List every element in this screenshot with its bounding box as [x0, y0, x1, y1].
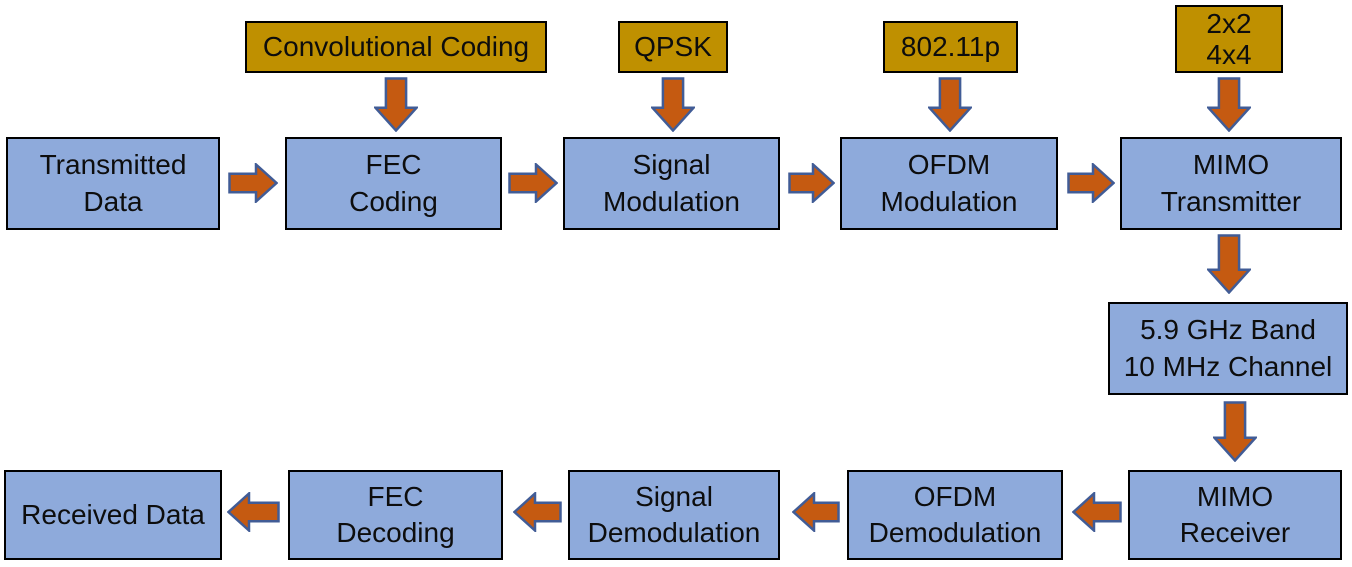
node-qpsk: QPSK — [618, 21, 728, 73]
node-label: OFDM — [907, 149, 991, 181]
node-fec-decoding: FEC Decoding — [288, 470, 503, 560]
node-label: Received Data — [21, 498, 205, 530]
node-transmitted-data: Transmitted Data — [6, 137, 220, 230]
node-antenna-config: 2x2 4x4 — [1175, 5, 1283, 73]
node-label: Transmitted — [39, 149, 187, 181]
node-mimo-receiver: MIMO Receiver — [1128, 470, 1342, 560]
arrow-ofdm-modulation-to-mimo-transmitter-icon — [1067, 163, 1115, 203]
node-label: 2x2 — [1206, 7, 1252, 39]
node-label: Decoding — [336, 517, 455, 548]
arrow-signal-modulation-to-ofdm-modulation-icon — [788, 163, 835, 203]
arrow-qpsk-to-signal-modulation-icon — [651, 77, 695, 132]
node-channel: 5.9 GHz Band 10 MHz Channel — [1108, 302, 1348, 395]
node-label: Data — [83, 185, 143, 217]
node-label: 10 MHz Channel — [1123, 350, 1333, 382]
node-fec-coding: FEC Coding — [285, 137, 502, 230]
node-label: Signal — [635, 480, 713, 512]
arrow-transmitted-data-to-fec-coding-icon — [228, 163, 278, 203]
node-label: FEC — [365, 149, 422, 181]
arrow-fec-decoding-to-received-data-icon — [227, 492, 280, 532]
node-label: Signal — [632, 149, 711, 181]
node-label: Demodulation — [868, 517, 1042, 548]
arrow-mimo-transmitter-to-channel-icon — [1207, 234, 1251, 294]
node-label: Demodulation — [587, 517, 761, 548]
node-label: MIMO — [1192, 149, 1270, 181]
node-label: OFDM — [913, 480, 997, 512]
node-label: Receiver — [1179, 517, 1291, 548]
node-label: 5.9 GHz Band — [1140, 314, 1316, 346]
node-ofdm-modulation: OFDM Modulation — [840, 137, 1058, 230]
node-label: 4x4 — [1206, 39, 1252, 70]
node-ofdm-demodulation: OFDM Demodulation — [847, 470, 1063, 560]
node-label: Modulation — [880, 185, 1018, 217]
node-label: Convolutional Coding — [262, 30, 530, 62]
arrow-802-11p-to-ofdm-modulation-icon — [928, 77, 972, 132]
node-label: QPSK — [634, 30, 712, 62]
node-convolutional-coding: Convolutional Coding — [245, 21, 547, 73]
node-signal-modulation: Signal Modulation — [563, 137, 780, 230]
node-received-data: Received Data — [4, 470, 222, 560]
arrow-mimo-receiver-to-ofdm-demodulation-icon — [1072, 492, 1122, 532]
node-label: 802.11p — [900, 30, 1001, 62]
node-label: Modulation — [603, 185, 740, 217]
arrow-signal-demodulation-to-fec-decoding-icon — [513, 492, 562, 532]
arrow-antenna-config-to-mimo-transmitter-icon — [1207, 77, 1251, 132]
node-label: Transmitter — [1160, 185, 1302, 217]
arrow-conv-coding-to-fec-coding-icon — [374, 77, 418, 132]
node-label: MIMO — [1196, 480, 1274, 512]
node-signal-demodulation: Signal Demodulation — [568, 470, 780, 560]
node-mimo-transmitter: MIMO Transmitter — [1120, 137, 1342, 230]
node-label: FEC — [367, 480, 424, 512]
arrow-ofdm-demodulation-to-signal-demodulation-icon — [792, 492, 840, 532]
arrow-fec-coding-to-signal-modulation-icon — [508, 163, 558, 203]
node-label: Coding — [349, 185, 438, 217]
arrow-channel-to-mimo-receiver-icon — [1213, 401, 1257, 462]
node-802-11p: 802.11p — [883, 21, 1018, 73]
